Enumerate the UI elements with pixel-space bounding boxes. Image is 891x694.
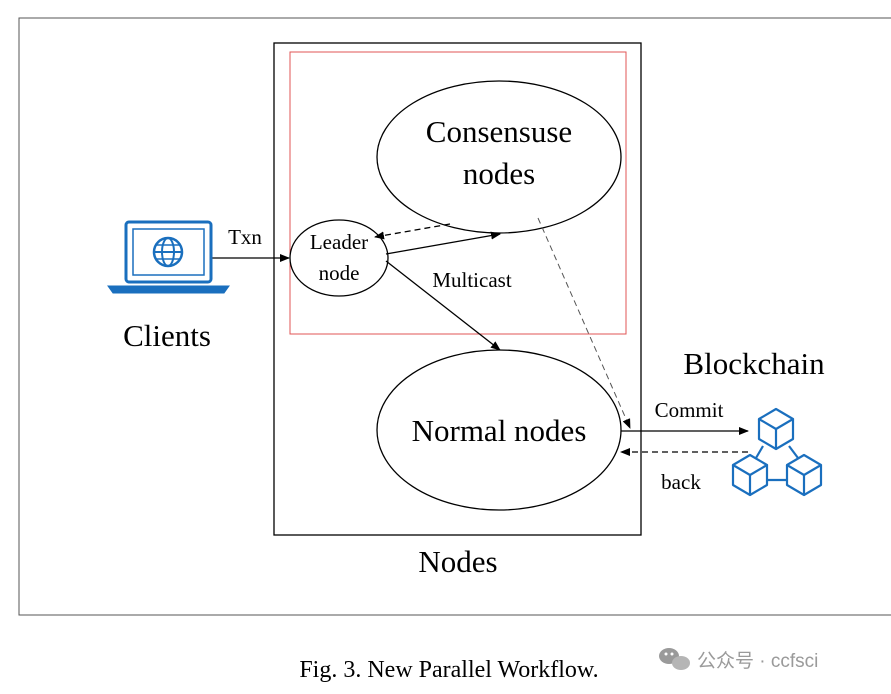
blockchain-label: Blockchain: [683, 346, 825, 381]
watermark-text: 公众号 · ccfsci: [697, 650, 818, 672]
consensus-to-commit-dashed-arrow: [537, 217, 631, 429]
consensus-group-box: [289, 51, 627, 335]
blockchain-cubes-icon: [731, 407, 823, 497]
consensus-to-leader-dashed-arrow: [374, 223, 451, 240]
nodes-container: [273, 42, 642, 536]
txn-label: Txn: [228, 225, 262, 249]
multicast-arrow: [385, 260, 501, 351]
wechat-icon: [659, 648, 690, 670]
leader-node-ellipse: [289, 219, 389, 297]
leader-label-line2: node: [319, 261, 360, 285]
figure-frame: [18, 17, 891, 616]
laptop-globe-icon: [107, 220, 230, 294]
commit-label: Commit: [655, 398, 724, 422]
normal-nodes-label: Normal nodes: [412, 413, 587, 448]
clients-label: Clients: [123, 318, 211, 353]
leader-to-consensus-arrow: [385, 231, 501, 255]
consensus-label-line2: nodes: [463, 156, 535, 191]
nodes-label: Nodes: [418, 544, 497, 579]
leader-label-line1: Leader: [310, 230, 368, 254]
figure-caption: Fig. 3. New Parallel Workflow.: [299, 657, 598, 683]
back-label: back: [661, 470, 701, 494]
consensus-label-line1: Consensuse: [426, 114, 572, 149]
multicast-label: Multicast: [432, 268, 511, 292]
